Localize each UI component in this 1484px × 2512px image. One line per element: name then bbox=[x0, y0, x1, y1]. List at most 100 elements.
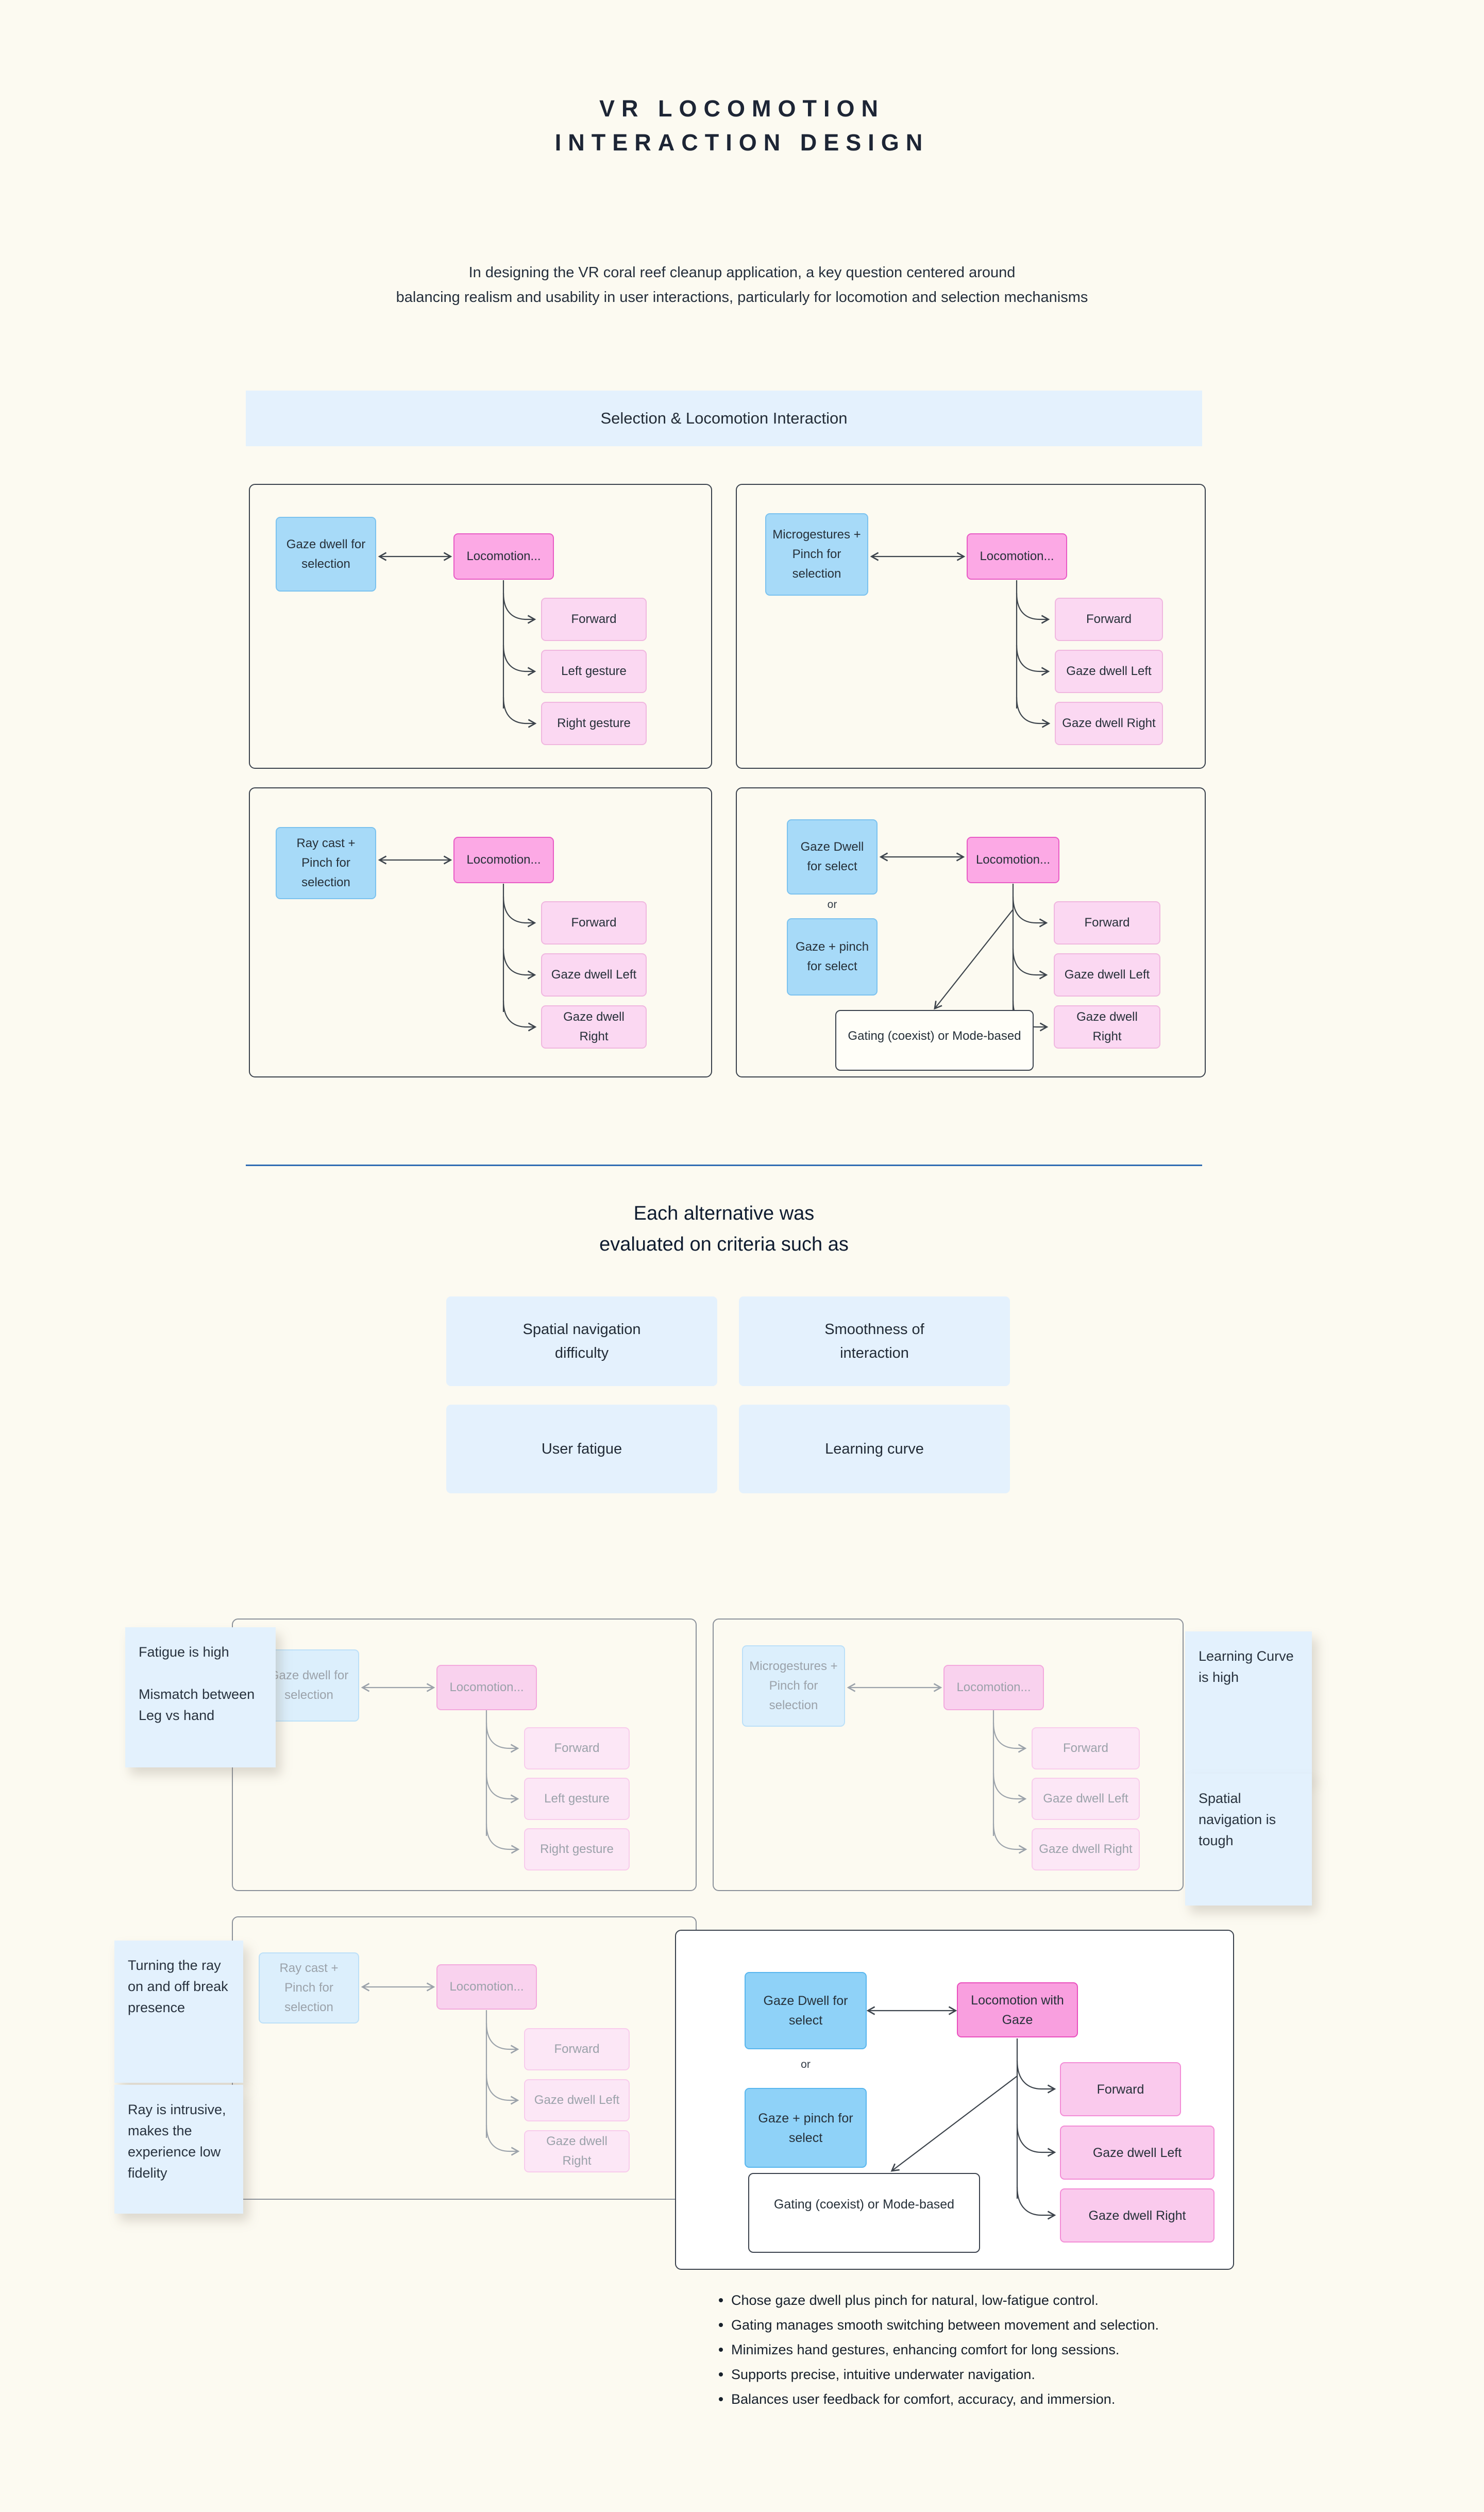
alt2-faded-option-right-label: Gaze dwell Right bbox=[1039, 1842, 1133, 1856]
alt1-option-forward: Forward bbox=[541, 598, 647, 641]
alt3-selection-node: Ray cast + Pinch for selection bbox=[276, 827, 376, 899]
alt3-faded-option-right: Gaze dwell Right bbox=[524, 2130, 630, 2172]
alt4-or-label: or bbox=[827, 899, 837, 911]
sticky-note-gap bbox=[139, 1663, 262, 1684]
alt4-gating-node: Gating (coexist) or Mode-based bbox=[835, 1010, 1034, 1071]
takeaway-item: Chose gaze dwell plus pinch for natural,… bbox=[719, 2288, 1234, 2313]
alt2-option-left-label: Gaze dwell Left bbox=[1066, 664, 1152, 678]
alt2-selection-node: Microgestures + Pinch for selection bbox=[765, 513, 868, 596]
diagram-alt3-faded: Ray cast + Pinch for selection Locomotio… bbox=[232, 1916, 697, 2200]
bullet-icon bbox=[719, 2348, 723, 2352]
alt2-option-left: Gaze dwell Left bbox=[1055, 650, 1163, 693]
bullet-icon bbox=[719, 2397, 723, 2401]
alt1-locomotion-label: Locomotion... bbox=[466, 549, 541, 563]
final-selection-b-node: Gaze + pinch for select bbox=[745, 2088, 867, 2168]
alt4-selection-a-label: Gaze Dwell for select bbox=[800, 840, 864, 873]
alt4-option-left: Gaze dwell Left bbox=[1054, 953, 1160, 997]
alt4-option-right-label: Gaze dwell Right bbox=[1076, 1010, 1138, 1043]
alt1-faded-option-right: Right gesture bbox=[524, 1828, 630, 1870]
alt4-gating-label: Gating (coexist) or Mode-based bbox=[848, 1029, 1021, 1043]
alt3-faded-option-left-label: Gaze dwell Left bbox=[534, 2093, 620, 2107]
final-or-label: or bbox=[801, 2059, 811, 2070]
final-gating-label: Gating (coexist) or Mode-based bbox=[773, 2197, 955, 2212]
alt1-faded-connectors bbox=[361, 1683, 520, 1854]
final-selection-a-label: Gaze Dwell for select bbox=[763, 1994, 848, 2028]
sticky-note-ray-intrusive-text: Ray is intrusive, makes the experience l… bbox=[128, 2102, 226, 2181]
sticky-note-learning-curve-text: Learning Curve is high bbox=[1199, 1648, 1294, 1685]
alt1-faded-option-forward: Forward bbox=[524, 1727, 630, 1769]
alt3-faded-selection-label: Ray cast + Pinch for selection bbox=[279, 1961, 339, 2014]
alt2-option-forward-label: Forward bbox=[1086, 612, 1132, 626]
takeaway-text: Minimizes hand gestures, enhancing comfo… bbox=[731, 2342, 1120, 2357]
alt2-faded-option-right: Gaze dwell Right bbox=[1032, 1828, 1140, 1870]
alt4-selection-b-node: Gaze + pinch for select bbox=[787, 918, 878, 996]
diagram-alt2: Microgestures + Pinch for selection Loco… bbox=[736, 484, 1206, 769]
alt2-option-right: Gaze dwell Right bbox=[1055, 702, 1163, 745]
alt3-option-forward-label: Forward bbox=[571, 916, 617, 930]
bullet-icon bbox=[719, 2323, 723, 2327]
page-title-line1: VR LOCOMOTION bbox=[599, 95, 885, 122]
alt2-locomotion-node: Locomotion... bbox=[967, 533, 1067, 580]
alt1-selection-node: Gaze dwell for selection bbox=[276, 517, 376, 592]
diagram-alt1-faded: Gaze dwell for selection Locomotion... F… bbox=[232, 1619, 697, 1891]
final-gating-node: Gating (coexist) or Mode-based bbox=[748, 2173, 980, 2253]
final-option-left-label: Gaze dwell Left bbox=[1092, 2145, 1182, 2160]
diagram-final-choice: Gaze Dwell for select or Gaze + pinch fo… bbox=[675, 1930, 1234, 2270]
final-option-left: Gaze dwell Left bbox=[1060, 2126, 1215, 2180]
final-locomotion-label: Locomotion with Gaze bbox=[971, 1993, 1064, 2027]
alt1-option-left-label: Left gesture bbox=[561, 664, 627, 678]
sticky-note-ray-presence-text: Turning the ray on and off break presenc… bbox=[128, 1958, 228, 2015]
alt3-faded-locomotion-label: Locomotion... bbox=[449, 1980, 524, 1994]
page-title-line2: INTERACTION DESIGN bbox=[554, 129, 930, 156]
alt2-faded-locomotion-label: Locomotion... bbox=[956, 1680, 1031, 1694]
criterion-learning-curve: Learning curve bbox=[739, 1405, 1010, 1493]
sticky-note-ray-presence: Turning the ray on and off break presenc… bbox=[114, 1941, 243, 2083]
alt1-selection-label: Gaze dwell for selection bbox=[286, 537, 366, 571]
alt1-faded-locomotion-label: Locomotion... bbox=[449, 1680, 524, 1694]
criterion-smoothness: Smoothness of interaction bbox=[739, 1296, 1010, 1386]
alt2-option-right-label: Gaze dwell Right bbox=[1062, 716, 1156, 730]
alt2-faded-selection-label: Microgestures + Pinch for selection bbox=[749, 1659, 838, 1712]
evaluation-heading: Each alternative was evaluated on criter… bbox=[246, 1198, 1202, 1260]
diagram-alt3: Ray cast + Pinch for selection Locomotio… bbox=[249, 787, 712, 1077]
alt3-faded-option-left: Gaze dwell Left bbox=[524, 2079, 630, 2121]
alt4-option-left-label: Gaze dwell Left bbox=[1064, 968, 1150, 982]
final-connectors bbox=[866, 2006, 1056, 2220]
alt3-option-forward: Forward bbox=[541, 901, 647, 945]
alt2-faded-connectors bbox=[847, 1683, 1027, 1854]
alt1-option-forward-label: Forward bbox=[571, 612, 617, 626]
alt1-option-left: Left gesture bbox=[541, 650, 647, 693]
alt3-selection-label: Ray cast + Pinch for selection bbox=[296, 836, 356, 889]
alt4-locomotion-node: Locomotion... bbox=[967, 837, 1059, 883]
alt3-faded-selection-node: Ray cast + Pinch for selection bbox=[259, 1952, 359, 2024]
alt1-option-right: Right gesture bbox=[541, 702, 647, 745]
alt1-faded-option-left-label: Left gesture bbox=[544, 1792, 610, 1806]
takeaway-text: Balances user feedback for comfort, accu… bbox=[731, 2391, 1116, 2407]
takeaway-item: Supports precise, intuitive underwater n… bbox=[719, 2362, 1234, 2387]
alt3-option-left-label: Gaze dwell Left bbox=[551, 968, 637, 982]
intro-line2: balancing realism and usability in user … bbox=[396, 289, 1088, 306]
sticky-note-fatigue-line1: Fatigue is high bbox=[139, 1644, 229, 1660]
criterion-spatial-navigation: Spatial navigation difficulty bbox=[446, 1296, 717, 1386]
final-option-right-label: Gaze dwell Right bbox=[1088, 2208, 1186, 2223]
alt3-option-left: Gaze dwell Left bbox=[541, 953, 647, 997]
takeaway-item: Gating manages smooth switching between … bbox=[719, 2313, 1234, 2337]
criterion-spatial-navigation-label: Spatial navigation difficulty bbox=[522, 1321, 641, 1361]
sticky-note-fatigue-line2: Mismatch between Leg vs hand bbox=[139, 1687, 255, 1723]
bullet-icon bbox=[719, 2298, 723, 2302]
alt2-option-forward: Forward bbox=[1055, 598, 1163, 641]
alt3-faded-option-right-label: Gaze dwell Right bbox=[546, 2134, 608, 2168]
alt2-faded-option-left-label: Gaze dwell Left bbox=[1043, 1792, 1128, 1806]
evaluation-heading-line2: evaluated on criteria such as bbox=[599, 1234, 849, 1255]
diagram-alt4: Gaze Dwell for select or Gaze + pinch fo… bbox=[736, 787, 1206, 1077]
bullet-icon bbox=[719, 2372, 723, 2376]
sticky-note-ray-intrusive: Ray is intrusive, makes the experience l… bbox=[114, 2085, 243, 2214]
alt1-option-right-label: Right gesture bbox=[557, 716, 631, 730]
alt2-selection-label: Microgestures + Pinch for selection bbox=[772, 528, 861, 581]
alt3-faded-option-forward-label: Forward bbox=[554, 2042, 600, 2056]
criterion-user-fatigue-label: User fatigue bbox=[541, 1441, 622, 1457]
alt1-locomotion-node: Locomotion... bbox=[453, 533, 554, 580]
alt3-locomotion-label: Locomotion... bbox=[466, 853, 541, 867]
alt2-faded-option-left: Gaze dwell Left bbox=[1032, 1778, 1140, 1820]
alt3-locomotion-node: Locomotion... bbox=[453, 837, 554, 883]
